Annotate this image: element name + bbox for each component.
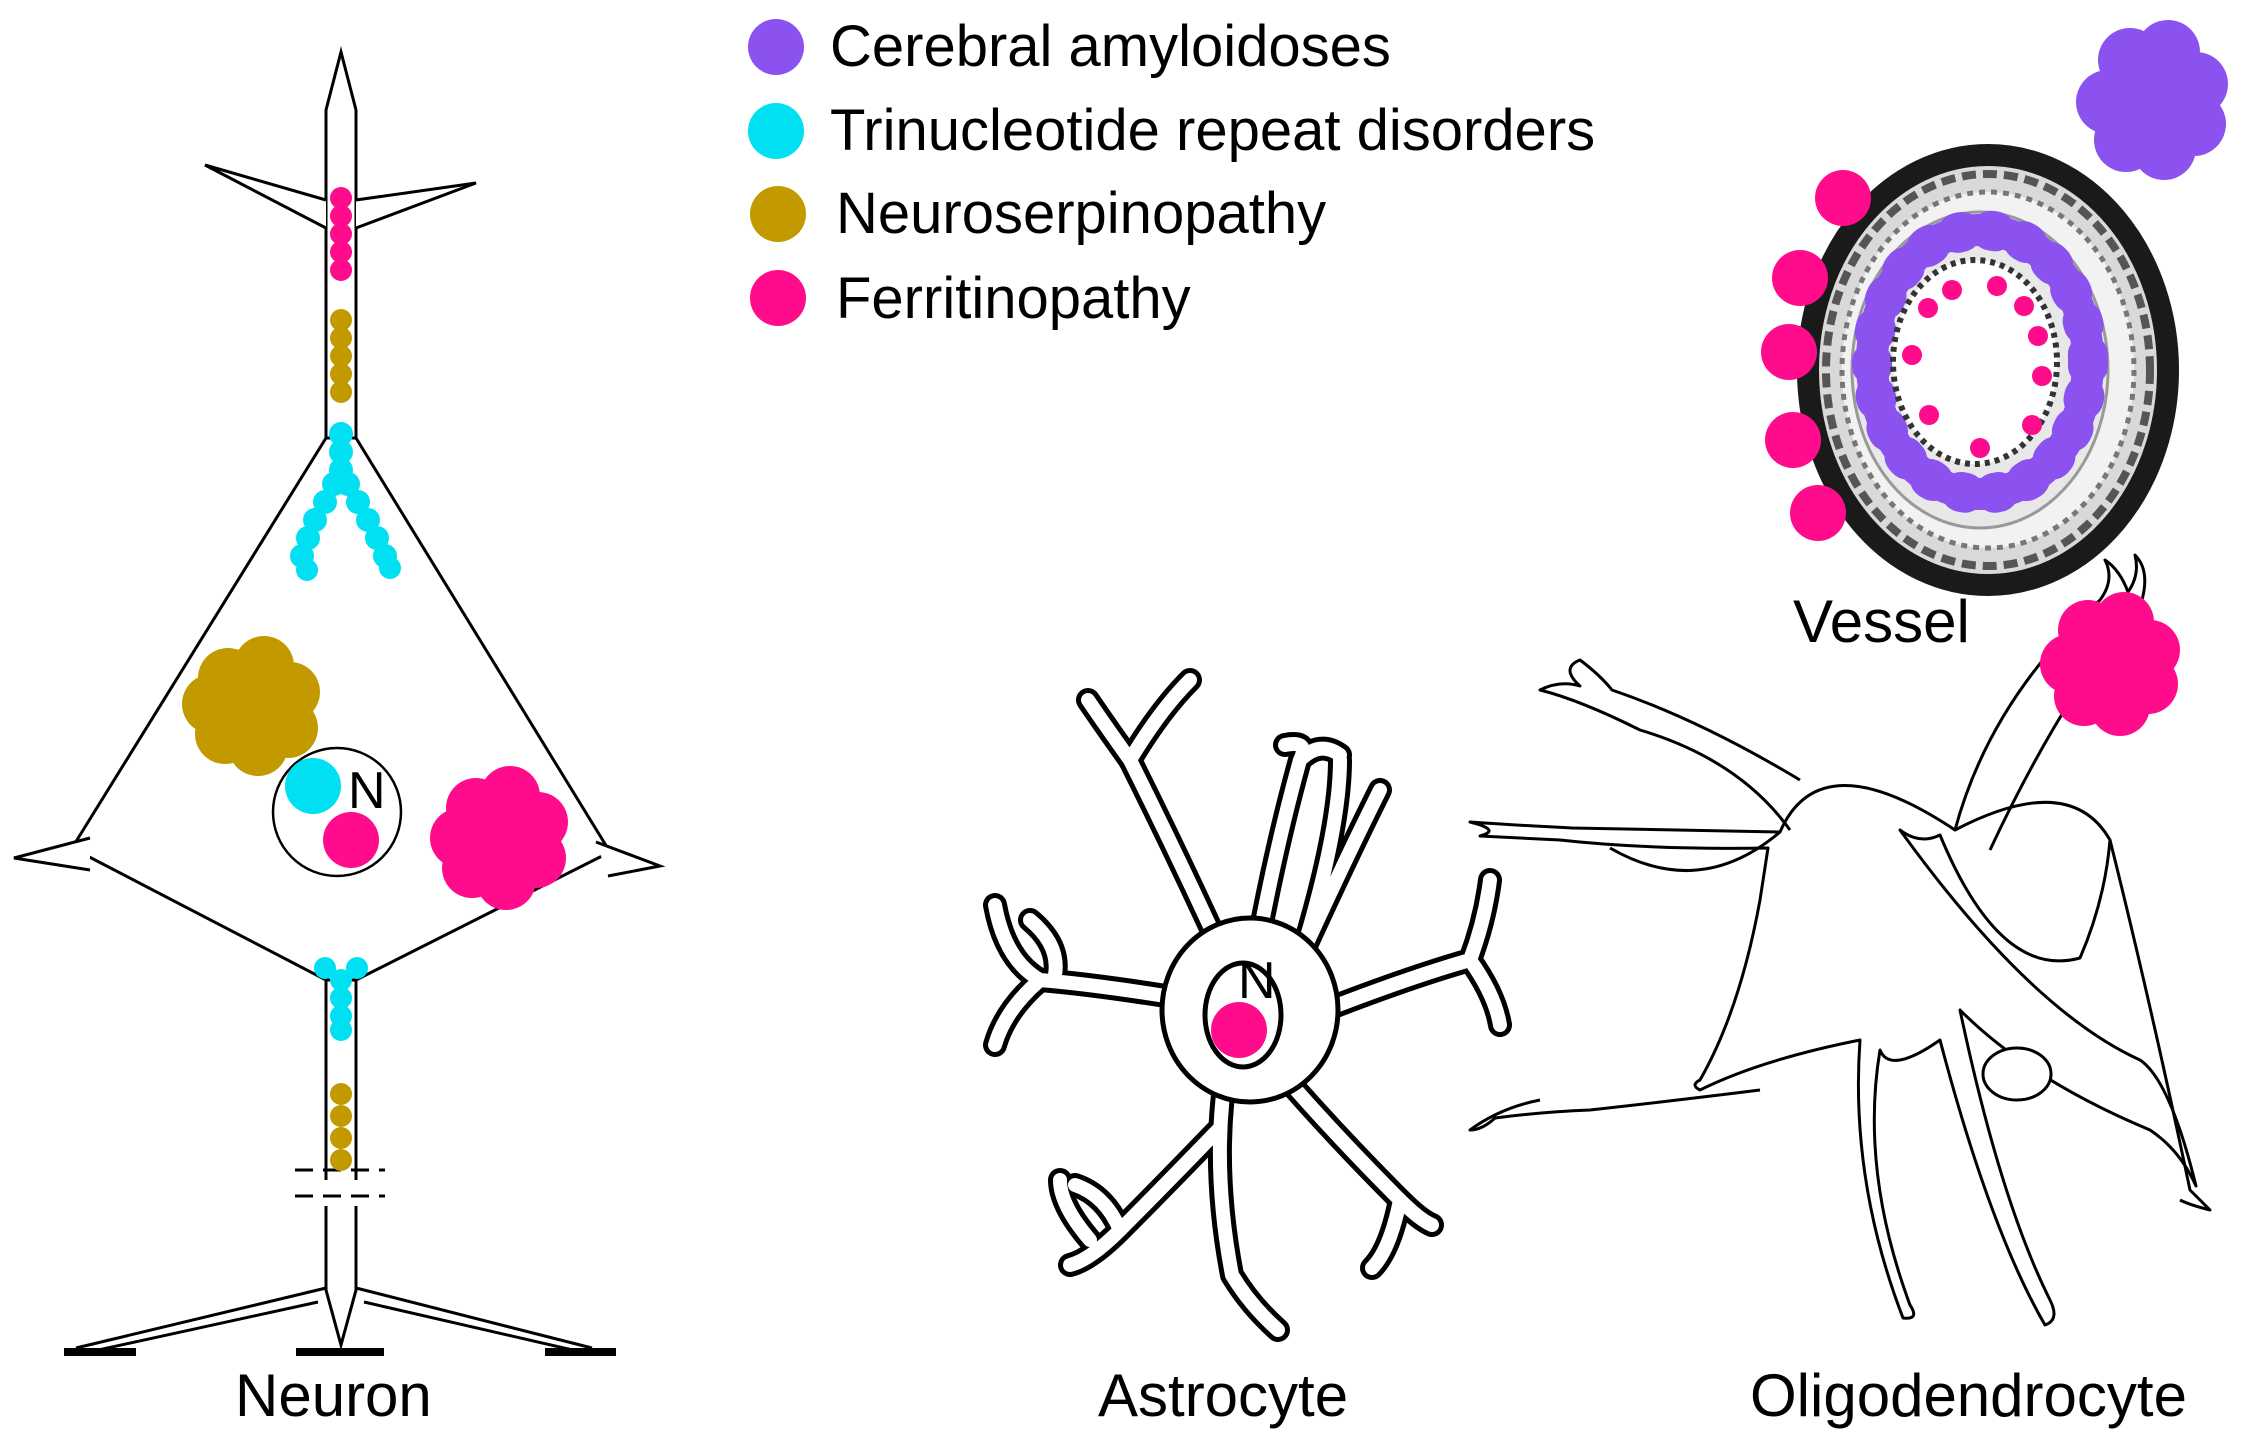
- neuron-axon-upper: [324, 980, 358, 1180]
- legend: Cerebral amyloidoses Trinucleotide repea…: [748, 14, 1595, 331]
- legend-label-neuroserpin: Neuroserpinopathy: [836, 181, 1326, 246]
- neuron-axon-neuroserpin-beads: [330, 1083, 352, 1171]
- astrocyte-label: Astrocyte: [1098, 1362, 1348, 1429]
- neuron-nucleus-trinucleotide-dot: [285, 758, 341, 814]
- legend-label-ferritin: Ferritinopathy: [836, 266, 1191, 331]
- legend-item-amyloid: Cerebral amyloidoses: [748, 14, 1391, 79]
- legend-item-ferritin: Ferritinopathy: [750, 266, 1191, 331]
- vessel-label: Vessel: [1793, 588, 1970, 655]
- neuron-nucleus-ferritin-dot: [323, 812, 379, 868]
- vessel-amyloid-ring-solid: [1856, 214, 2104, 510]
- astrocyte-nucleus-label: N: [1238, 952, 1276, 1010]
- neuron-nucleus: N: [271, 746, 403, 878]
- neuron-dendrite-neuroserpin-beads: [330, 309, 352, 403]
- vessel-outer-ferritin-dots: [1761, 170, 1871, 541]
- neuron-ferritin-aggregate: [430, 766, 568, 910]
- legend-item-neuroserpin: Neuroserpinopathy: [750, 181, 1326, 246]
- neuron-upper-branch-left: [204, 163, 327, 230]
- oligodendrocyte-nucleus: [1981, 1046, 2053, 1102]
- extracellular-ferritin-aggregate: [2040, 592, 2180, 736]
- legend-label-trinucleotide: Trinucleotide repeat disorders: [830, 98, 1595, 163]
- vessel-lumen-ferritin-dots: [1902, 276, 2052, 458]
- neuron-dendrite-ferritin-beads: [330, 187, 352, 281]
- neuron-axon-trinucleotide-beads: [314, 957, 368, 1041]
- neuron-neuroserpin-aggregate: [182, 636, 320, 776]
- neuron-left-spike: [13, 836, 91, 872]
- legend-item-trinucleotide: Trinucleotide repeat disorders: [748, 98, 1595, 163]
- legend-swatch-trinucleotide: [748, 103, 804, 159]
- oligodendrocyte-label: Oligodendrocyte: [1750, 1362, 2187, 1429]
- neuron-dendrite-trinucleotide-beads: [290, 422, 401, 581]
- legend-swatch-amyloid: [748, 19, 804, 75]
- legend-swatch-ferritin: [750, 270, 806, 326]
- vessel-wall-texture-1: [1822, 170, 2154, 570]
- neuron-label: Neuron: [235, 1362, 432, 1429]
- neuron-terminal-left: [75, 1286, 327, 1356]
- neuron-nucleus-label: N: [348, 762, 386, 820]
- legend-label-amyloid: Cerebral amyloidoses: [830, 14, 1391, 79]
- neuron-upper-branch-right: [355, 181, 477, 230]
- extracellular-amyloid-aggregate: [2076, 20, 2228, 180]
- oligodendrocyte-process-left: [1468, 1088, 1761, 1132]
- oligodendrocyte-body: [1468, 784, 2198, 1327]
- astrocyte-nucleus-ferritin-dot: [1211, 1002, 1267, 1058]
- oligodendrocyte-process-upper-left: [1538, 658, 1801, 872]
- neuron-terminal-right: [355, 1286, 593, 1356]
- legend-swatch-neuroserpin: [750, 186, 806, 242]
- vessel: [1761, 144, 2179, 596]
- astrocyte-nucleus: N: [1202, 952, 1284, 1070]
- oligodendrocyte-process-lower-right: [2108, 839, 2212, 1212]
- neuron-right-spike: [595, 840, 666, 878]
- neuron-axon-lower: [324, 1206, 358, 1351]
- astrocyte-processes-fill: [988, 673, 1507, 1337]
